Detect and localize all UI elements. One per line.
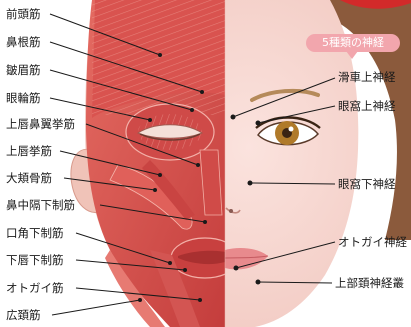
label-levator-labii-alaeque-nasi: 上唇鼻翼挙筋 bbox=[6, 117, 75, 131]
label-mental-nerve: オトガイ神経 bbox=[338, 235, 407, 249]
label-infraorbital-nerve: 眼窩下神経 bbox=[338, 177, 396, 191]
label-supratrochlear-nerve: 滑車上神経 bbox=[338, 70, 396, 84]
muscle-layer bbox=[86, 0, 225, 327]
label-zygomaticus-major: 大頬骨筋 bbox=[6, 171, 52, 185]
label-depressor-septi: 鼻中隔下制筋 bbox=[6, 198, 75, 212]
nerve-leader-lines bbox=[232, 77, 336, 284]
label-cervical-plexus: 上部頚神経叢 bbox=[335, 276, 404, 290]
label-orbicularis-oculi: 眼輪筋 bbox=[6, 91, 41, 105]
label-depressor-anguli-oris: 口角下制筋 bbox=[6, 226, 64, 240]
hair-right-side bbox=[330, 0, 411, 240]
nerves-title-badge: 5種類の神経 bbox=[306, 34, 400, 59]
label-levator-labii: 上唇挙筋 bbox=[6, 144, 52, 158]
label-supraorbital-nerve: 眼窩上神経 bbox=[338, 99, 396, 113]
nerve-leader-dots bbox=[230, 114, 261, 285]
label-mentalis: オトガイ筋 bbox=[6, 281, 64, 295]
label-depressor-labii-inferioris: 下唇下制筋 bbox=[6, 253, 64, 267]
muscle-leader-dots bbox=[138, 53, 207, 302]
label-platysma: 広頚筋 bbox=[6, 308, 41, 322]
label-corrugator: 皺眉筋 bbox=[6, 63, 41, 77]
muscle-leader-lines bbox=[49, 13, 206, 316]
label-procerus: 鼻根筋 bbox=[6, 35, 41, 49]
nose bbox=[225, 207, 241, 214]
label-frontalis: 前頭筋 bbox=[6, 7, 41, 21]
lips bbox=[225, 248, 268, 270]
eyebrow bbox=[250, 88, 320, 102]
